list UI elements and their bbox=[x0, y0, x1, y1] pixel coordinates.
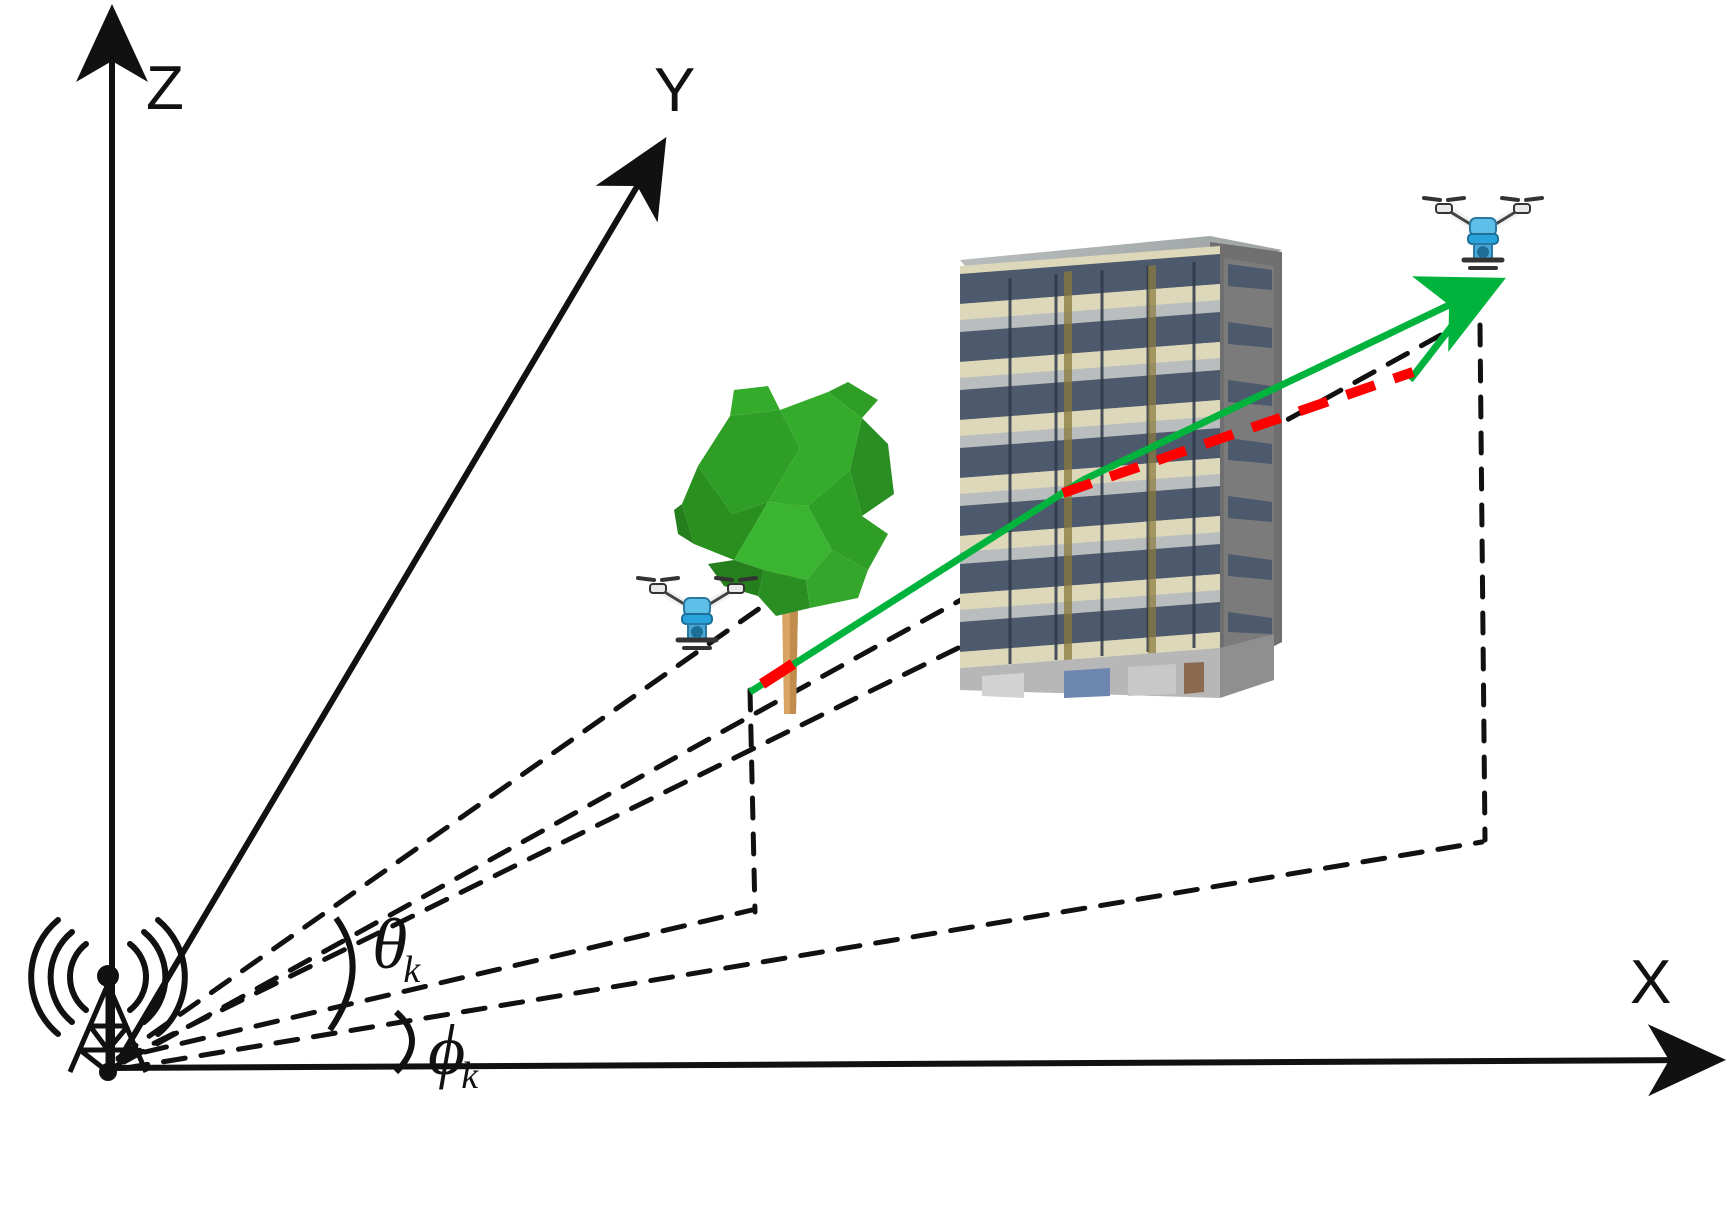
y-axis bbox=[115, 137, 667, 1064]
tree-foliage bbox=[674, 382, 894, 616]
quadcopter-icon bbox=[636, 576, 758, 650]
guide-drop-far bbox=[1477, 322, 1488, 843]
theta-symbol: θ bbox=[372, 904, 408, 984]
guide-origin-to-building bbox=[117, 589, 1075, 1063]
line-of-sight-link bbox=[748, 276, 1506, 695]
uav-near bbox=[632, 558, 762, 668]
phi-angle-label: ϕk bbox=[428, 1014, 482, 1095]
theta-subscript: k bbox=[403, 949, 421, 992]
y-axis-label: Y bbox=[654, 56, 696, 125]
building-obstacle bbox=[952, 228, 1288, 708]
z-axis-label: Z bbox=[146, 54, 184, 123]
phi-subscript: k bbox=[461, 1055, 479, 1098]
blocked-marker-tree bbox=[759, 659, 796, 689]
building-entrance bbox=[982, 673, 1024, 698]
signal-waves-icon bbox=[28, 917, 188, 1037]
los-arrow-to-uav bbox=[1081, 276, 1506, 484]
tree-obstacle bbox=[672, 374, 912, 734]
guide-ground-near bbox=[142, 907, 755, 1055]
building-ground-window-2 bbox=[1128, 664, 1176, 696]
origin-point bbox=[99, 1063, 117, 1081]
building-ground-window-1 bbox=[1064, 668, 1110, 698]
phi-angle-arc bbox=[393, 1009, 415, 1075]
base-station-antenna bbox=[28, 906, 218, 1082]
los-lower-segment bbox=[748, 477, 1085, 695]
uav-far bbox=[1418, 178, 1548, 288]
building-side-windows bbox=[1228, 264, 1272, 634]
theta-angle-arc bbox=[327, 916, 356, 1032]
phi-symbol: ϕ bbox=[428, 1010, 466, 1090]
antenna-node bbox=[97, 965, 119, 987]
guide-origin-ground-projection bbox=[123, 839, 1485, 1071]
blocked-link-segment bbox=[1061, 367, 1415, 498]
x-axis-label: X bbox=[1630, 948, 1672, 1017]
building-ground-door bbox=[1184, 662, 1204, 694]
guide-drop-near bbox=[747, 687, 758, 915]
x-axis bbox=[107, 1024, 1726, 1097]
guide-origin-to-near-top bbox=[115, 605, 763, 1061]
theta-angle-label: θk bbox=[372, 908, 424, 989]
building-ground-floor-side bbox=[1220, 634, 1274, 698]
building-accent-columns bbox=[1064, 265, 1156, 662]
quadcopter-icon bbox=[1422, 196, 1544, 270]
tower-legs bbox=[67, 983, 149, 1075]
